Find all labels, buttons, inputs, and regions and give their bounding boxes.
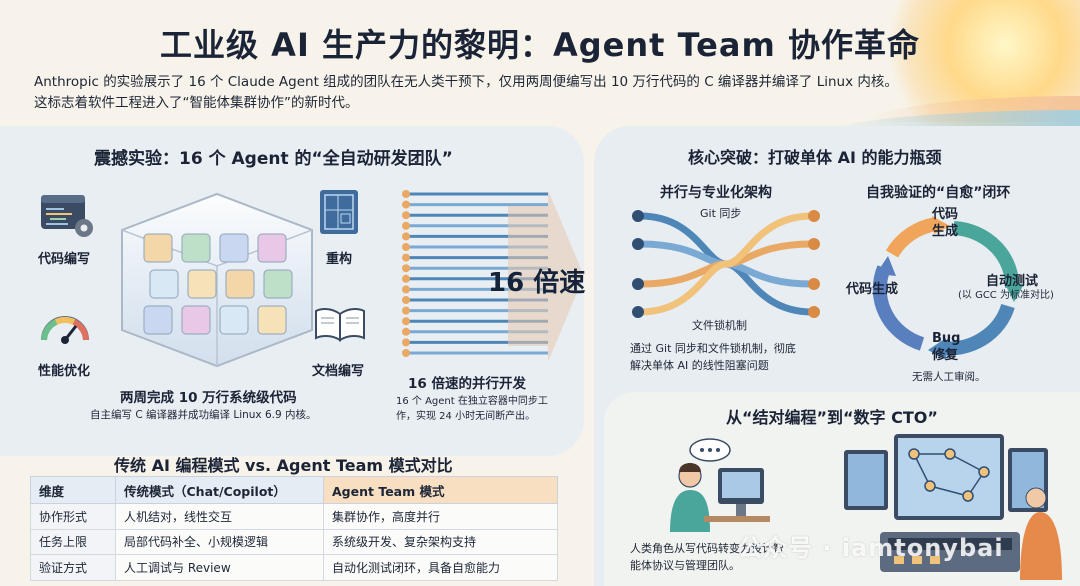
bug-fix-line: Bug <box>932 331 961 346</box>
table-cell: 人机结对，线性交互 <box>115 503 324 530</box>
self-heal-cycle-diagram <box>872 216 1024 360</box>
page-title: 工业级 AI 生产力的黎明：Agent Team 协作革命 <box>160 26 920 64</box>
table-cell: 验证方式 <box>30 554 116 581</box>
git-sync-label: Git 同步 <box>700 207 742 220</box>
lane-dot <box>402 285 410 294</box>
intro-text: Anthropic 的实验展示了 16 个 Claude Agent 组成的团队… <box>34 72 974 114</box>
lane-dot <box>402 190 410 198</box>
code-gen-top-line: 代码 <box>932 207 959 222</box>
table-header-row: 维度 传统模式（Chat/Copilot） Agent Team 模式 <box>30 476 558 504</box>
developer-illustration <box>670 438 770 532</box>
docs-label: 文档编写 <box>312 364 365 379</box>
table-cell: 自动化测试闭环，具备自愈能力 <box>323 554 558 581</box>
code-writing-label: 代码编写 <box>38 252 91 267</box>
table-cell: 人工调试与 Review <box>115 554 324 581</box>
result-title: 两周完成 10 万行系统级代码 <box>120 390 297 406</box>
lane-dot <box>402 327 410 336</box>
lane-dot <box>402 200 410 209</box>
agent-block <box>257 233 287 263</box>
parallel-desc-line: 16 个 Agent 在独立容器中同步工 <box>396 396 548 407</box>
cto-desc-line: 人类角色从写代码转变为设计智 <box>630 542 784 555</box>
agent-block <box>149 269 179 299</box>
self-heal-title: 自我验证的“自愈”闭环 <box>866 185 1011 201</box>
table-row: 协作形式 人机结对，线性交互 集群协作，高度并行 <box>30 503 558 530</box>
column-header: 传统模式（Chat/Copilot） <box>115 476 324 504</box>
watermark: 公众号 · iamtonybai <box>738 534 1004 562</box>
lane-dot <box>402 317 410 326</box>
parallel-arrow-bundle <box>402 190 584 362</box>
braided-streams-diagram <box>632 210 820 318</box>
perf-label: 性能优化 <box>38 364 91 379</box>
table-cell: 集群协作，高度并行 <box>323 503 558 530</box>
agent-block <box>225 269 255 299</box>
lane-dot <box>402 338 410 347</box>
agent-block <box>143 305 173 335</box>
table-cell: 协作形式 <box>30 503 116 530</box>
lane-dot <box>402 243 410 251</box>
bug-fix-line: 修复 <box>932 348 959 363</box>
code-gen-top-label: 代码 生成 <box>932 206 958 240</box>
lane-dot <box>402 274 410 283</box>
refactor-label: 重构 <box>326 252 353 267</box>
comparison-table: 维度 传统模式（Chat/Copilot） Agent Team 模式 协作形式… <box>30 476 558 581</box>
agent-block <box>181 305 211 335</box>
intro-line: 这标志着软件工程进入了“智能体集群协作”的新时代。 <box>34 95 359 111</box>
lane-dot <box>402 253 410 262</box>
code-gen-top-line: 生成 <box>932 224 959 239</box>
lane-dot <box>402 221 410 230</box>
column-header: Agent Team 模式 <box>323 476 558 504</box>
code-gen-left-label: 代码生成 <box>846 282 899 297</box>
agent-block <box>187 269 217 299</box>
blueprint-icon <box>320 190 358 234</box>
intro-line: Anthropic 的实验展示了 16 个 Claude Agent 组成的团队… <box>34 74 898 90</box>
breakthrough-heading: 核心突破：打破单体 AI 的能力瓶颈 <box>688 148 942 167</box>
agent-block <box>143 233 173 263</box>
table-cell: 系统级开发、复杂架构支持 <box>323 528 558 555</box>
speed-badge: 16 倍速 <box>488 268 586 298</box>
agent-cube-illustration <box>121 192 313 368</box>
experiment-heading: 震撼实验：16 个 Agent 的“全自动研发团队” <box>94 149 453 169</box>
parallel-arch-desc-line: 解决单体 AI 的线性阻塞问题 <box>630 359 769 372</box>
auto-test-label: 自动测试 <box>986 274 1039 289</box>
gauge-icon <box>41 316 89 344</box>
open-book-icon <box>315 308 365 342</box>
cto-desc-line: 能体协议与管理团队。 <box>630 559 740 572</box>
parallel-title: 16 倍速的并行开发 <box>408 376 526 392</box>
lane-dot <box>402 264 410 273</box>
agent-block <box>257 305 287 335</box>
parallel-arch-desc-line: 通过 Git 同步和文件锁机制，彻底 <box>630 342 796 355</box>
agent-block <box>263 269 293 299</box>
lane-dot <box>402 232 410 241</box>
file-lock-label: 文件锁机制 <box>692 319 747 332</box>
table-cell: 任务上限 <box>30 528 116 555</box>
parallel-desc-line: 作，实现 24 小时无间断产出。 <box>396 411 536 422</box>
parallel-desc: 16 个 Agent 在独立容器中同步工 作，实现 24 小时无间断产出。 <box>396 394 548 424</box>
lane-dot <box>402 306 410 315</box>
cto-heading: 从“结对编程”到“数字 CTO” <box>726 408 938 427</box>
agent-block <box>181 233 211 263</box>
result-desc: 自主编写 C 编译器并成功编译 Linux 6.9 内核。 <box>90 409 317 421</box>
lane-dot <box>402 211 410 220</box>
lane-dot <box>402 296 410 304</box>
agent-block <box>219 305 249 335</box>
cto-desc: 人类角色从写代码转变为设计智 能体协议与管理团队。 <box>630 540 784 574</box>
parallel-arch-title: 并行与专业化架构 <box>660 185 772 201</box>
comparison-heading: 传统 AI 编程模式 vs. Agent Team 模式对比 <box>114 456 453 475</box>
parallel-arch-desc: 通过 Git 同步和文件锁机制，彻底 解决单体 AI 的线性阻塞问题 <box>630 340 796 374</box>
auto-test-sub: (以 GCC 为标准对比) <box>958 290 1054 301</box>
lane-dot <box>402 349 410 357</box>
column-header: 维度 <box>30 476 116 504</box>
no-review-label: 无需人工审阅。 <box>912 371 986 383</box>
code-window-icon <box>41 195 93 237</box>
table-row: 验证方式 人工调试与 Review 自动化测试闭环，具备自愈能力 <box>30 554 558 581</box>
cto-dashboard-illustration <box>844 434 1062 580</box>
table-row: 任务上限 局部代码补全、小规模逻辑 系统级开发、复杂架构支持 <box>30 528 558 555</box>
table-cell: 局部代码补全、小规模逻辑 <box>115 528 324 555</box>
agent-block <box>219 233 249 263</box>
bug-fix-label: Bug 修复 <box>932 330 960 364</box>
